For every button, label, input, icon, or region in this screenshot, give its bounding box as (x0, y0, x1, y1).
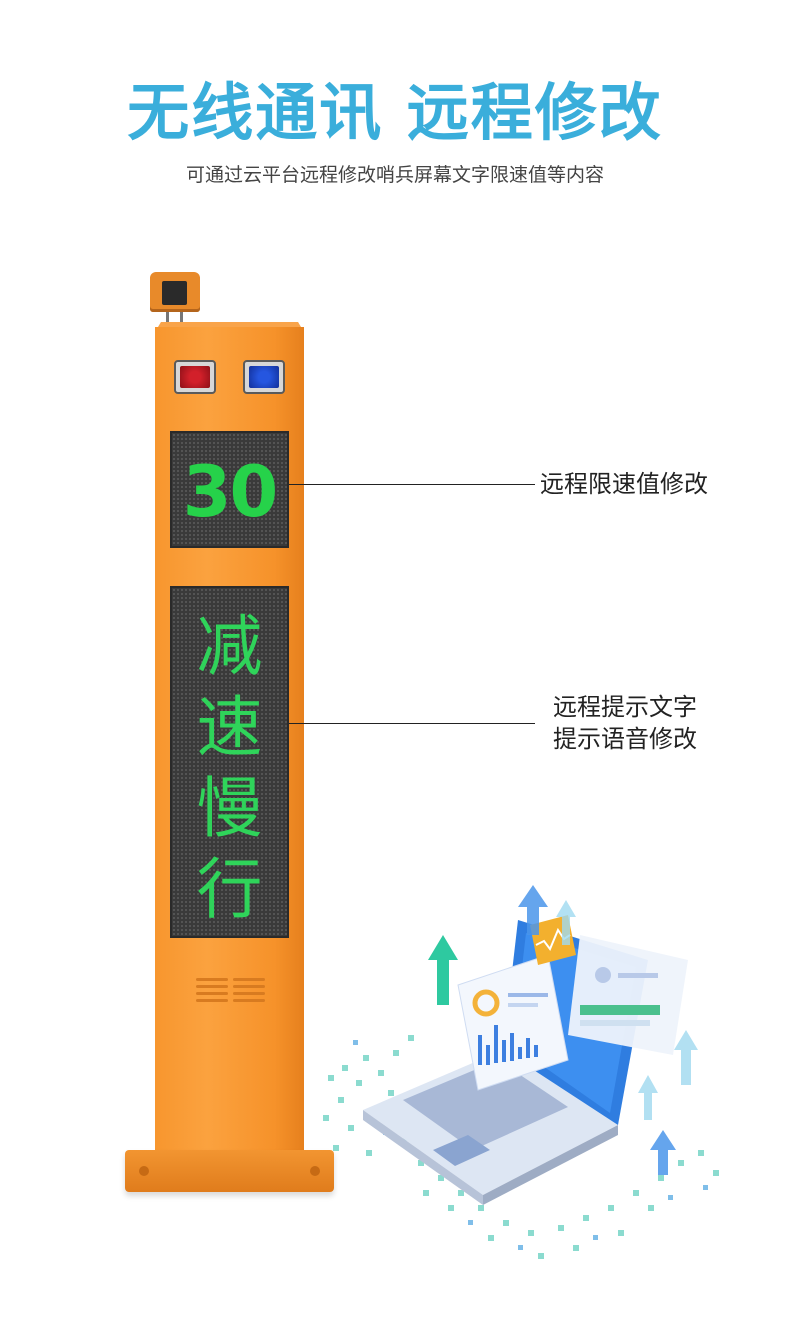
camera-mount (160, 312, 190, 328)
text-callout-label-2: 提示语音修改 (553, 725, 697, 753)
message-text: 减 速 慢 行 (172, 606, 287, 930)
speaker-vent (196, 978, 228, 1006)
camera-icon (150, 272, 200, 312)
text-callout-label-1: 远程提示文字 (553, 693, 697, 721)
red-warning-lamp-icon (174, 360, 216, 394)
speed-callout-line (289, 484, 535, 485)
page-title: 无线通讯 远程修改 (127, 76, 663, 149)
speed-limit-value: 30 (182, 451, 278, 533)
laptop-illustration-icon (323, 885, 719, 1259)
blue-warning-lamp-icon (243, 360, 285, 394)
message-char: 慢 (196, 770, 263, 847)
pole-base (125, 1150, 334, 1192)
speed-callout-label: 远程限速值修改 (540, 470, 708, 498)
page-subtitle: 可通过云平台远程修改哨兵屏幕文字限速值等内容 (185, 164, 604, 186)
speaker-vent (233, 978, 265, 1006)
speed-limit-screen: 30 (170, 431, 289, 548)
message-char: 减 (196, 608, 263, 685)
message-char: 行 (196, 851, 263, 928)
message-char: 速 (196, 689, 263, 766)
text-callout-line (289, 723, 535, 724)
message-screen: 减 速 慢 行 (170, 586, 289, 938)
